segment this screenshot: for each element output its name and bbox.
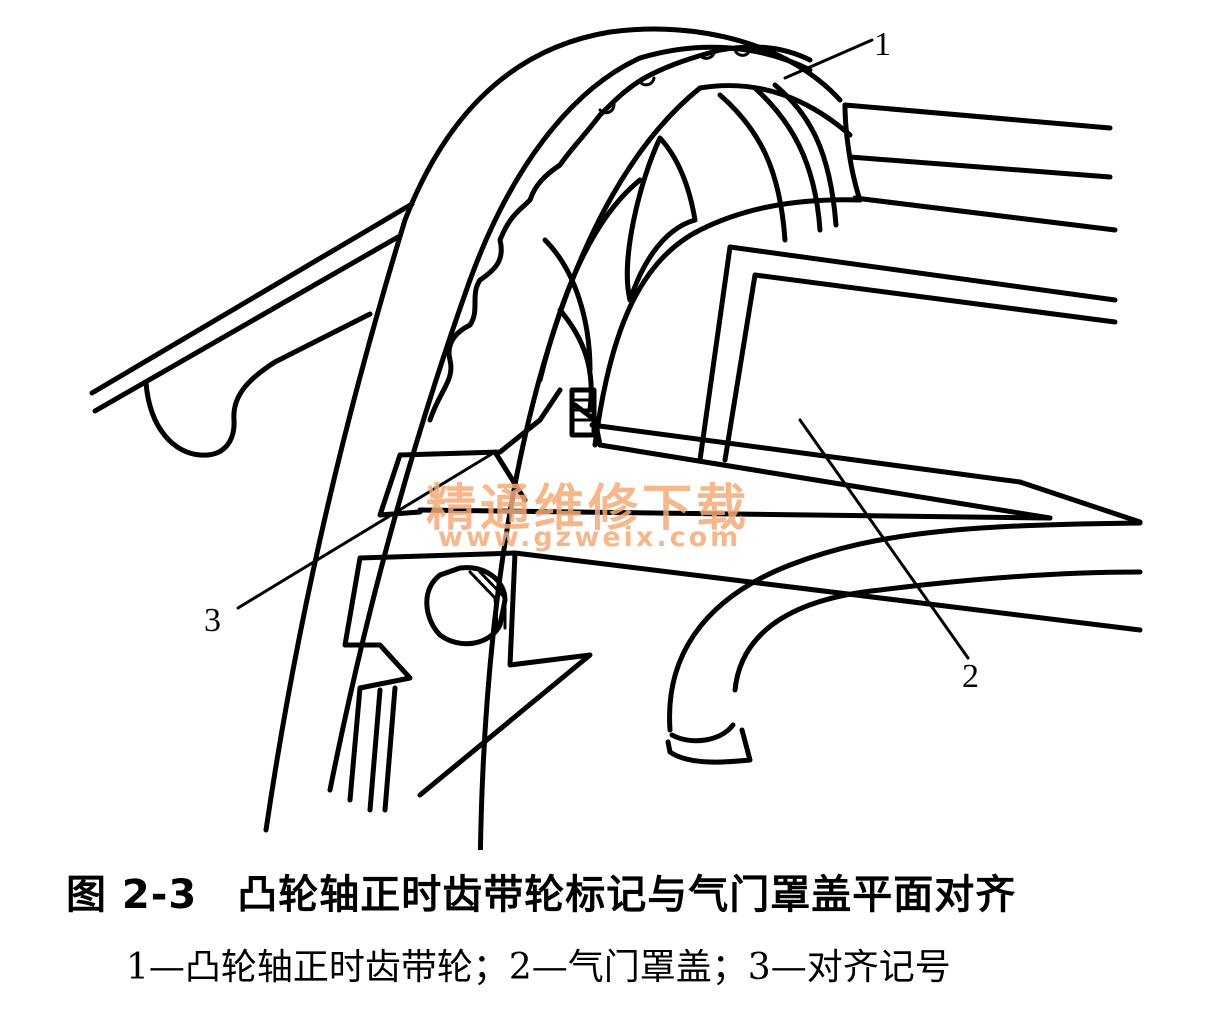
figure-caption-title: 图 2-3 凸轮轴正时齿带轮标记与气门罩盖平面对齐 bbox=[66, 862, 1176, 920]
valve-cover bbox=[572, 197, 1143, 525]
callout-3: 3 bbox=[204, 602, 221, 639]
callout-2: 2 bbox=[962, 658, 979, 695]
left-bracket bbox=[89, 201, 415, 458]
leader-lines bbox=[236, 38, 970, 660]
timing-belt bbox=[263, 26, 843, 833]
cylinder-head bbox=[842, 102, 1118, 233]
technical-drawing: 1 2 3 精通维修下载 www.gzweix.com bbox=[89, 26, 1143, 850]
watermark-text: 精通维修下载 bbox=[426, 479, 750, 537]
watermark-url: www.gzweix.com bbox=[438, 522, 742, 553]
figure-number: 图 2-3 bbox=[66, 872, 198, 918]
hose bbox=[665, 520, 1143, 765]
leader-line-2 bbox=[798, 418, 970, 660]
lower-bracket bbox=[342, 550, 1143, 813]
figure-legend: 1—凸轮轴正时齿带轮；2—气门罩盖；3—对齐记号 bbox=[126, 947, 951, 988]
leader-line-1 bbox=[783, 38, 874, 80]
callout-1: 1 bbox=[874, 26, 891, 63]
adjuster-spring bbox=[569, 387, 597, 438]
leader-line-3 bbox=[236, 450, 497, 610]
figure-title: 凸轮轴正时齿带轮标记与气门罩盖平面对齐 bbox=[237, 872, 1017, 918]
alignment-mark bbox=[377, 387, 1053, 521]
camshaft-pulley bbox=[477, 82, 853, 850]
